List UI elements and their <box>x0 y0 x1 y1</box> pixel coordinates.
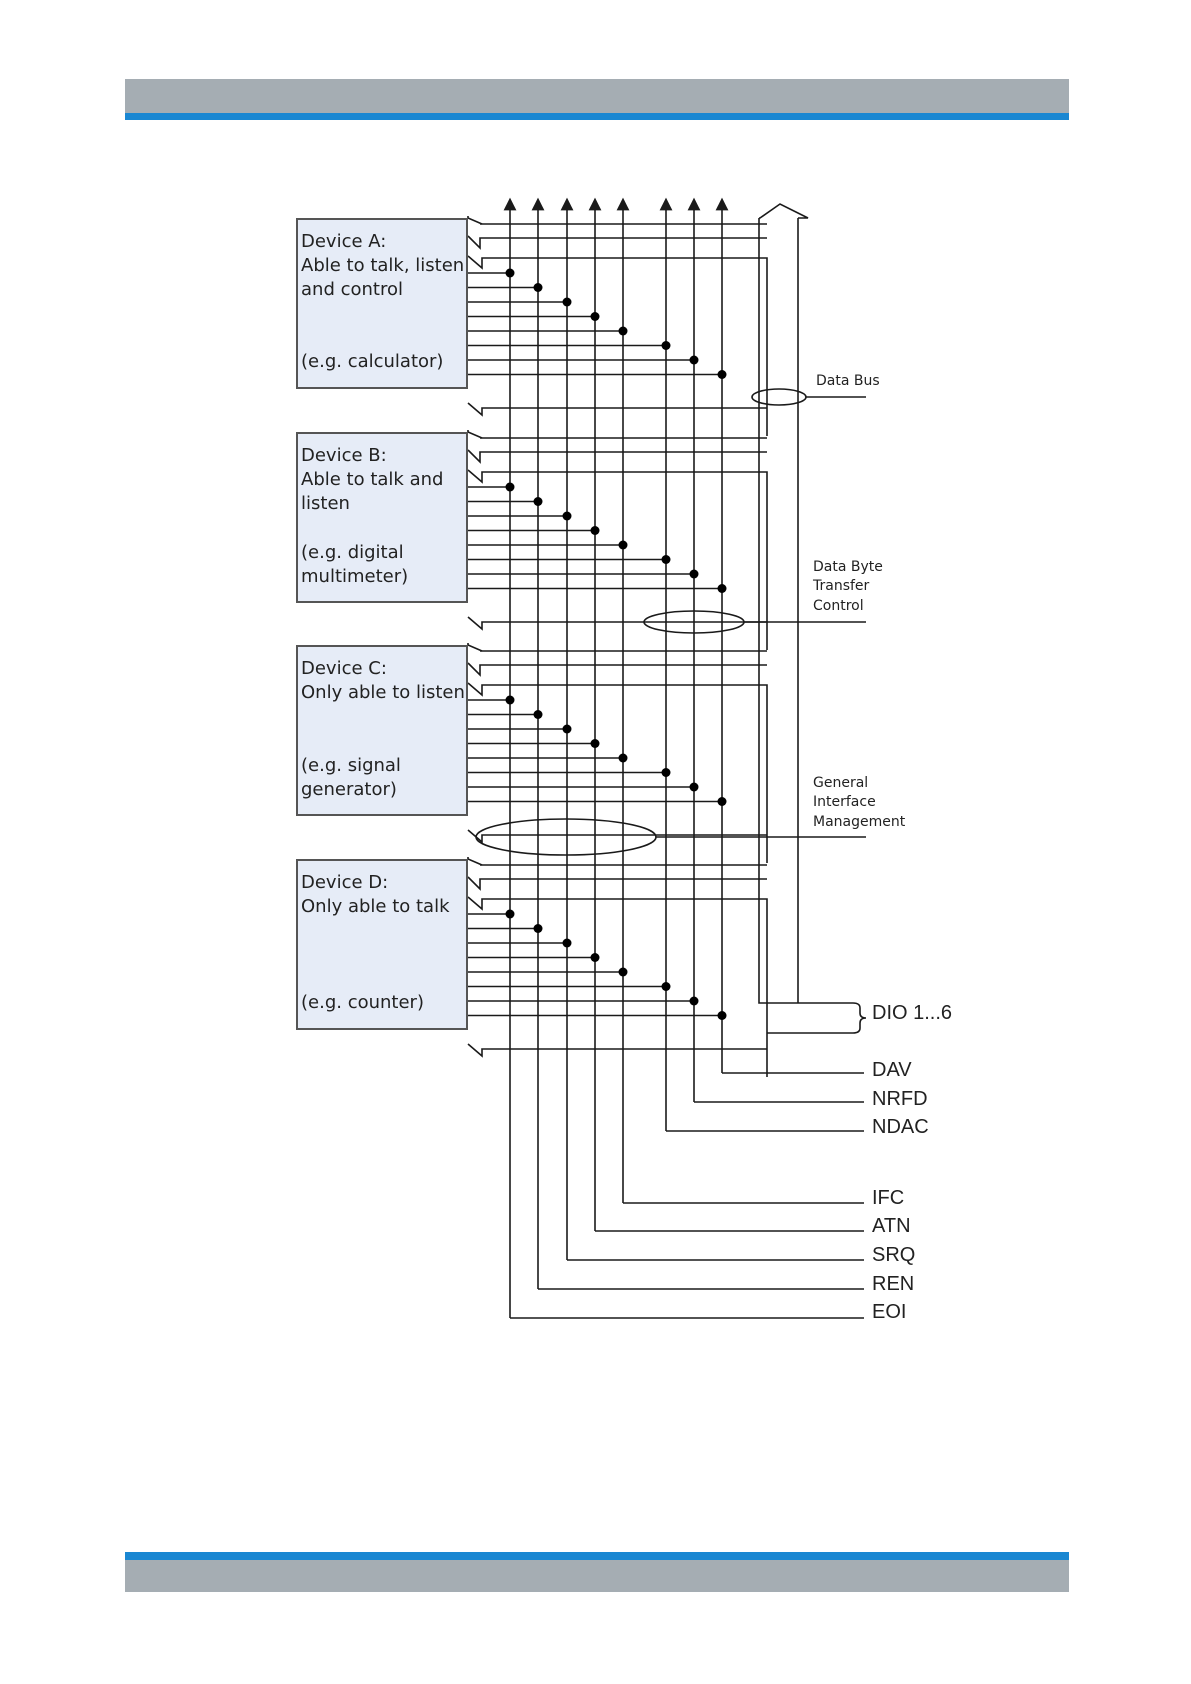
data-byte-transfer-control-label-2: Transfer <box>813 578 870 594</box>
junction-dot <box>590 312 600 321</box>
footer-grey-band <box>125 1560 1069 1592</box>
junction-dot <box>717 584 727 593</box>
junction-dot <box>717 797 727 806</box>
junction-dot <box>562 724 572 734</box>
footer-blue-rule <box>125 1552 1069 1560</box>
junction-dot <box>562 297 572 307</box>
junction-dot <box>689 569 699 579</box>
signal-srq-label: SRQ <box>872 1244 916 1266</box>
dio-arrow-edge <box>467 643 483 652</box>
junction-dot <box>717 370 727 379</box>
junction-dot <box>661 341 671 350</box>
device-a-capability-2: and control <box>301 279 403 300</box>
signal-ren-label: REN <box>872 1273 915 1295</box>
junction-dot <box>533 924 543 933</box>
data-bus-ellipse <box>751 388 807 406</box>
junction-dot <box>661 768 671 777</box>
junction-dot <box>590 739 600 748</box>
device-c-example-2: generator) <box>301 779 397 800</box>
data-byte-transfer-control-ellipse <box>643 610 745 634</box>
dio-arrow-edge <box>467 430 483 439</box>
device-a-box: Device A: Able to talk, listen and contr… <box>296 218 468 389</box>
device-bus-outline <box>467 469 768 650</box>
signal-eoi-label: EOI <box>872 1301 907 1323</box>
device-d-capability: Only able to talk <box>301 896 450 917</box>
junction-dot <box>618 753 628 763</box>
data-bus-label: Data Bus <box>816 373 880 389</box>
junction-dot <box>533 283 543 292</box>
device-b-name: Device B: <box>301 445 387 466</box>
junction-dot <box>562 938 572 948</box>
dio-arrow-edge <box>467 216 483 225</box>
signal-atn-label: ATN <box>872 1215 911 1237</box>
junction-dot <box>505 268 515 278</box>
junction-dot <box>618 326 628 336</box>
junction-dot <box>661 555 671 564</box>
device-b-example: (e.g. digital <box>301 542 404 563</box>
signal-ifc-label: IFC <box>872 1187 905 1209</box>
junction-dot <box>533 710 543 719</box>
junction-dot <box>689 996 699 1006</box>
device-bus-lower-outline <box>467 402 767 417</box>
device-d-example: (e.g. counter) <box>301 992 424 1013</box>
data-byte-transfer-control-label-3: Control <box>813 598 864 614</box>
signal-dav-label: DAV <box>872 1059 912 1081</box>
device-c-name: Device C: <box>301 658 387 679</box>
dio-brace <box>852 1002 867 1034</box>
junction-dot <box>505 482 515 492</box>
junction-dot <box>689 782 699 792</box>
device-c-capability: Only able to listen <box>301 682 465 703</box>
signal-ndac-label: NDAC <box>872 1116 929 1138</box>
device-b-capability: Able to talk and <box>301 469 444 490</box>
device-bus-outline <box>467 896 768 1077</box>
device-c-example: (e.g. signal <box>301 755 401 776</box>
junction-dot <box>505 909 515 919</box>
general-interface-management-label-2: Interface <box>813 794 876 810</box>
device-b-box: Device B: Able to talk and listen (e.g. … <box>296 432 468 603</box>
header-blue-rule <box>125 113 1069 120</box>
junction-dot <box>661 982 671 991</box>
header-grey-band <box>125 79 1069 113</box>
junction-dot <box>618 540 628 550</box>
device-d-box: Device D: Only able to talk (e.g. counte… <box>296 859 468 1030</box>
device-bus-outline <box>467 255 768 436</box>
device-a-name: Device A: <box>301 231 387 252</box>
device-bus-lower-outline <box>467 829 767 844</box>
junction-dot <box>618 967 628 977</box>
data-bus-main-line <box>758 218 853 1004</box>
junction-dot <box>533 497 543 506</box>
general-interface-management-label-1: General <box>813 775 869 791</box>
general-interface-management-ellipse <box>475 818 657 856</box>
device-a-capability: Able to talk, listen <box>301 255 465 276</box>
device-a-example: (e.g. calculator) <box>301 351 444 372</box>
junction-dot <box>590 526 600 535</box>
device-d-name: Device D: <box>301 872 389 893</box>
junction-dot <box>562 511 572 521</box>
junction-dot <box>590 953 600 962</box>
device-c-box: Device C: Only able to listen (e.g. sign… <box>296 645 468 816</box>
data-bus-arrowhead <box>759 203 809 219</box>
junction-dot <box>717 1011 727 1020</box>
device-bus-outline <box>467 682 768 863</box>
general-interface-management-label-3: Management <box>813 814 906 830</box>
device-bus-lower-outline <box>467 1043 767 1058</box>
device-bus-lower-outline <box>467 616 767 631</box>
signal-nrfd-label: NRFD <box>872 1088 928 1110</box>
device-b-capability-2: listen <box>301 493 350 514</box>
junction-dot <box>505 695 515 705</box>
signal-dio-label: DIO 1...6 <box>872 1002 953 1024</box>
junction-dot <box>689 355 699 365</box>
data-byte-transfer-control-label-1: Data Byte <box>813 559 883 575</box>
dio-arrow-edge <box>467 857 483 866</box>
device-b-example-2: multimeter) <box>301 566 409 587</box>
